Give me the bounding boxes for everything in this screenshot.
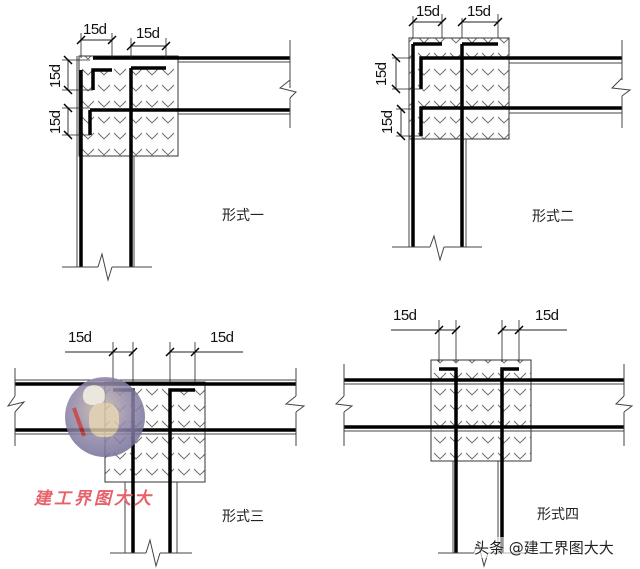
dim-label-form2-top-right: 15d <box>467 3 491 20</box>
caption-form-2: 形式二 <box>532 209 574 225</box>
dim-label-form1-top-right: 15d <box>136 25 160 42</box>
panel-form-4 <box>334 320 634 568</box>
dim-label-form1-left-upper: 15d <box>47 64 64 88</box>
dim-label-form3-top-right: 15d <box>210 329 234 346</box>
avatar-axe-icon <box>71 407 87 437</box>
dim-label-form4-top-left: 15d <box>393 307 417 324</box>
joint-concrete-region <box>408 37 510 140</box>
caption-form-4: 形式四 <box>537 507 579 523</box>
dim-label-form2-left-lower: 15d <box>379 110 396 134</box>
dim-label-form2-left-upper: 15d <box>373 62 390 86</box>
joint-concrete-region <box>78 55 179 157</box>
joint-concrete-region <box>430 359 532 462</box>
caption-form-3: 形式三 <box>222 509 264 525</box>
dim-label-form3-top-left: 15d <box>68 329 92 346</box>
avatar-body-shape <box>89 403 119 437</box>
dim-label-form4-top-right: 15d <box>535 307 559 324</box>
dim-label-form1-left-lower: 15d <box>47 110 64 134</box>
watermark-footer-text: 头条 @建工界图大大 <box>474 537 614 558</box>
avatar-head-shape <box>83 385 105 405</box>
panel-form-3 <box>6 342 306 568</box>
panel-form-2 <box>391 14 632 262</box>
panel-form-1 <box>62 33 297 282</box>
watermark-red-text: 建工界图大大 <box>34 489 154 509</box>
watermark-avatar <box>65 377 145 457</box>
dim-label-form2-top-left: 15d <box>416 3 440 20</box>
dim-label-form1-top-left: 15d <box>83 21 107 38</box>
caption-form-1: 形式一 <box>222 208 264 224</box>
